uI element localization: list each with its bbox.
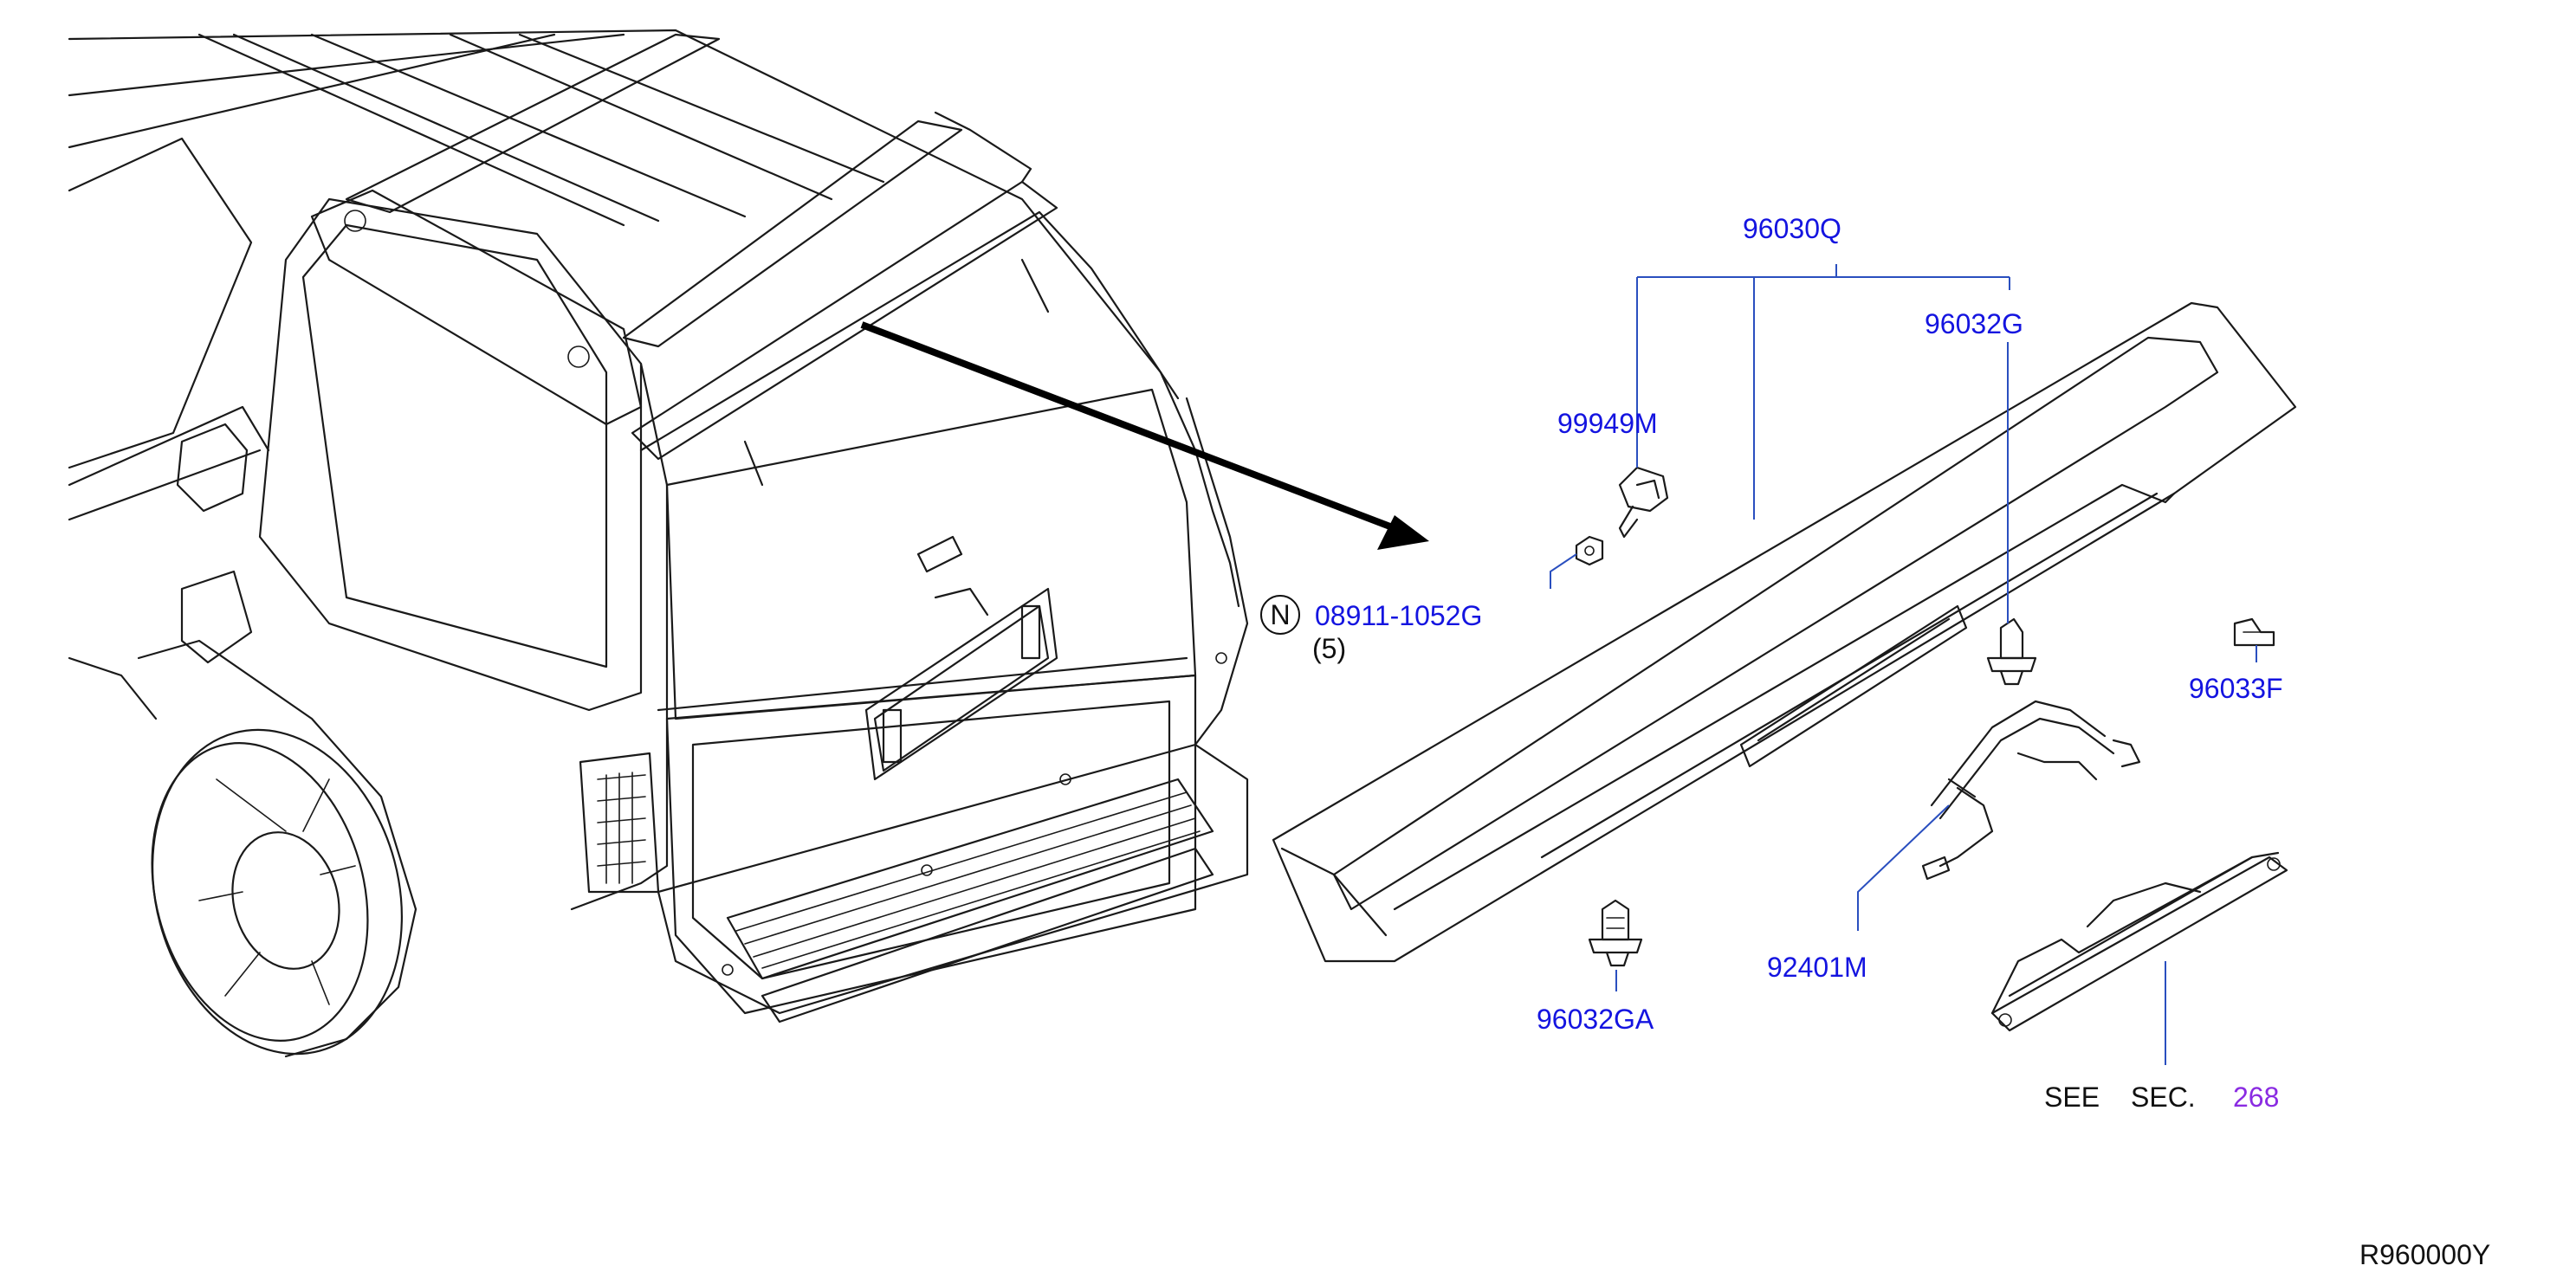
callout-92401m[interactable]: 92401M (1767, 952, 1867, 983)
spoiler-part (1272, 301, 2297, 963)
callout-99949m[interactable]: 99949M (1557, 408, 1658, 439)
see-label: SEE (2044, 1082, 2100, 1113)
nut-symbol-circle (1260, 595, 1300, 635)
stop-lamp-part (1990, 851, 2288, 1032)
clip-part-96032ga (1588, 899, 1643, 967)
vehicle-illustration (68, 29, 1249, 1058)
callouts: 96030Q 96032G 99949M N 08911-1052G (5) 9… (1260, 213, 2490, 1270)
section-link-268[interactable]: 268 (2233, 1082, 2279, 1113)
leader-lines (1550, 264, 2257, 1065)
sec-label: SEC. (2131, 1082, 2196, 1113)
direction-arrow (860, 321, 1429, 550)
nut-quantity: (5) (1312, 633, 1346, 664)
nut-symbol: N (1270, 599, 1290, 630)
callout-96030q[interactable]: 96030Q (1743, 213, 1841, 244)
callout-96033f[interactable]: 96033F (2189, 673, 2283, 704)
grommet-part-99949m (1618, 466, 1669, 539)
callout-96032g[interactable]: 96032G (1925, 308, 2023, 339)
diagram-code: R960000Y (2359, 1239, 2490, 1270)
harness-part-92401m (1921, 700, 2141, 881)
clip-part-96032g (1986, 617, 2037, 686)
callout-96032ga[interactable]: 96032GA (1537, 1004, 1654, 1035)
nut-part (1575, 535, 1604, 566)
callout-08911-1052g[interactable]: 08911-1052G (1315, 600, 1482, 631)
clip-part-96033f (2233, 617, 2275, 647)
tail-light-grid (597, 772, 646, 884)
